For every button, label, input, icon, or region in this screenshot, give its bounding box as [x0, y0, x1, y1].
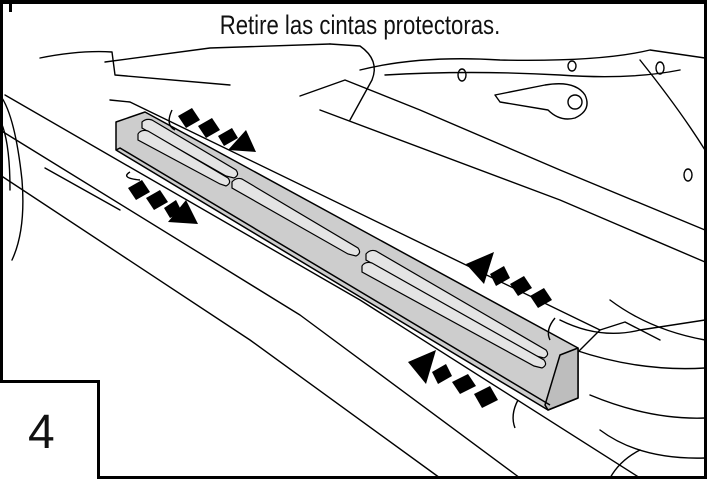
sill-seat-line — [109, 99, 601, 356]
rocker-line — [0, 129, 521, 479]
door-frame-line — [599, 429, 706, 459]
door-frame-line — [39, 50, 231, 86]
door-frame-line — [299, 79, 706, 231]
pull-arrow-bottom-left — [128, 180, 198, 224]
pull-arrow-bottom-right — [408, 350, 498, 408]
sill-seat-line — [599, 321, 661, 341]
sill-slot — [137, 129, 231, 187]
instruction-caption: Retire las cintas protectoras. — [219, 10, 501, 40]
pillar-line — [0, 94, 24, 261]
door-frame-line — [639, 59, 706, 151]
door-frame-line — [609, 449, 641, 479]
step-number: 4 — [28, 406, 55, 459]
door-frame-line — [329, 43, 375, 121]
tape-tab — [168, 109, 176, 131]
striker-latch — [494, 83, 588, 120]
door-frame-line — [574, 349, 706, 370]
sill-slot — [141, 118, 239, 179]
rocker-line — [4, 94, 641, 479]
tape-tab — [126, 171, 141, 181]
sill-plate-edge — [544, 347, 579, 411]
door-frame-line — [384, 69, 681, 78]
pull-arrow-top-left — [178, 108, 256, 152]
rocker-line — [0, 174, 441, 479]
door-frame-line — [104, 43, 331, 63]
door-frame-line — [609, 299, 706, 341]
door-frame-line — [359, 49, 706, 71]
door-frame-line — [319, 109, 706, 263]
tape-tab — [547, 317, 556, 341]
sill-slot — [361, 261, 547, 369]
door-frame-line — [559, 319, 706, 334]
pull-arrow-top-right — [466, 252, 552, 308]
sill-slot — [231, 177, 361, 257]
rocker-line — [44, 167, 121, 211]
frame-tab — [0, 0, 12, 12]
door-frame-line — [589, 394, 706, 419]
step-number-box: 4 — [0, 380, 100, 479]
sill-slot — [365, 249, 549, 359]
tape-tab — [512, 399, 519, 429]
